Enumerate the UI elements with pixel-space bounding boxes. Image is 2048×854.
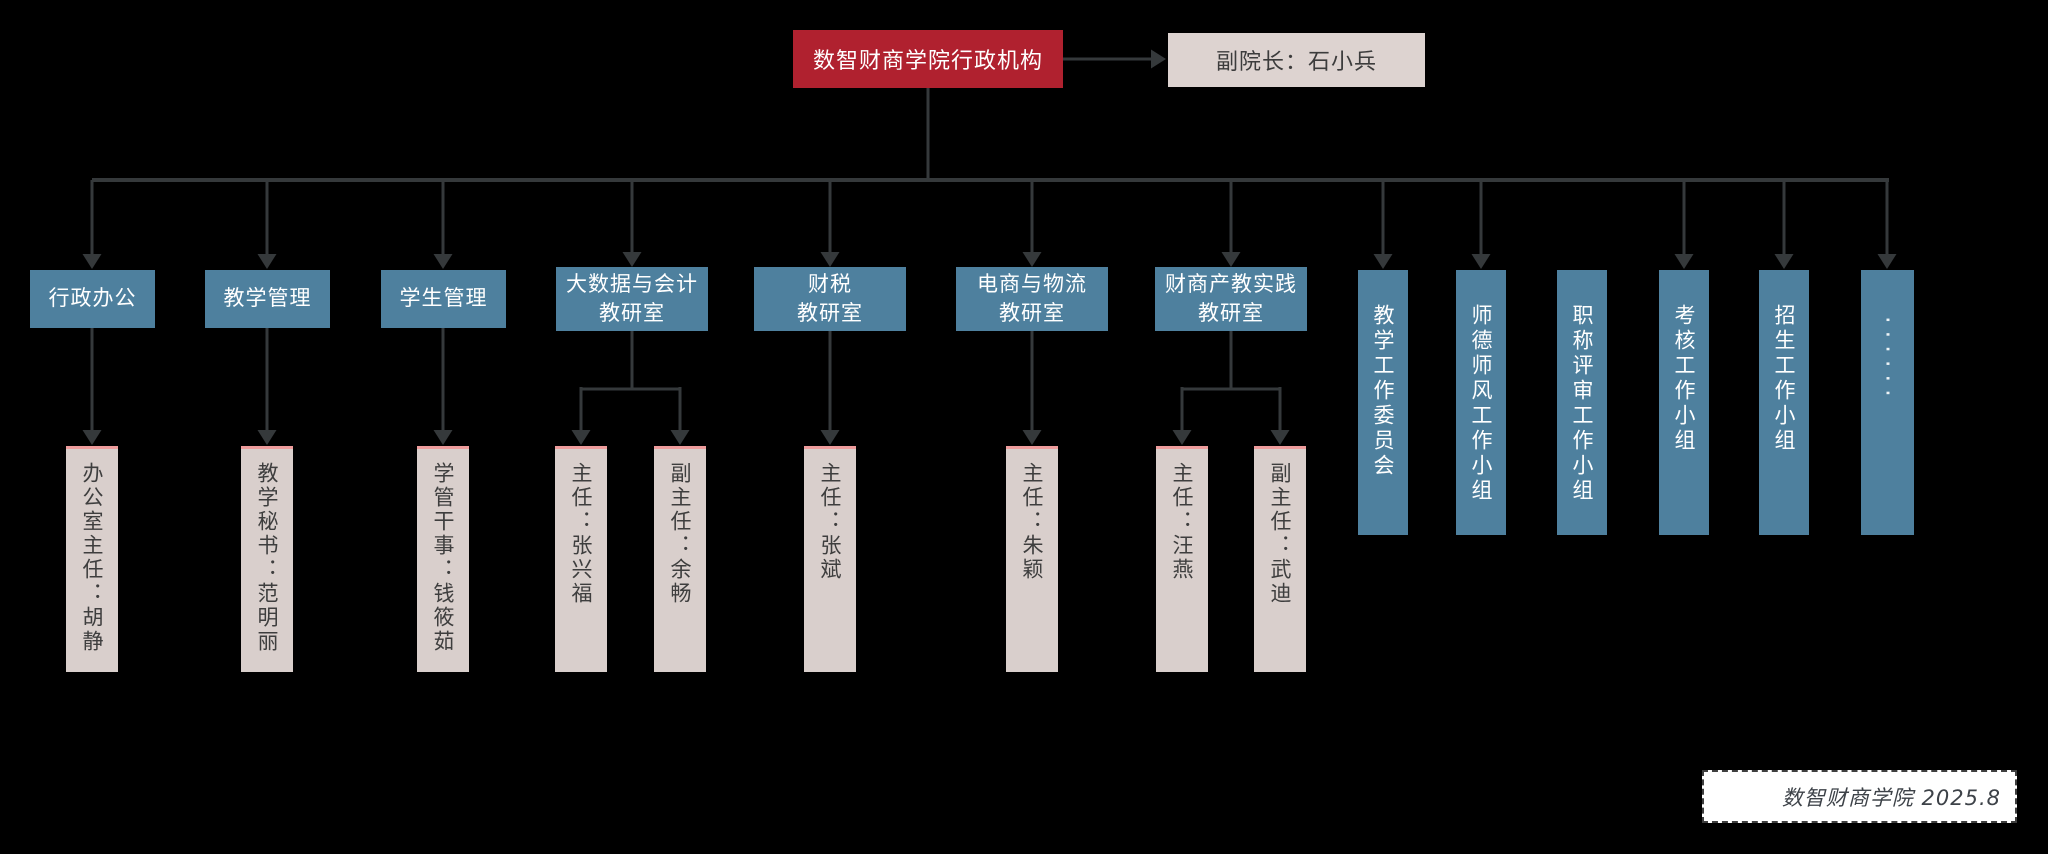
footer-text: 数智财商学院 2025.8 <box>1781 785 2001 810</box>
staff-label: 主任：张斌 <box>818 462 842 582</box>
practice-split-connector <box>1172 328 1290 445</box>
staff-node: 教学秘书：范明丽 <box>241 446 293 672</box>
root-node: 数智财商学院行政机构 <box>793 30 1063 88</box>
staff-node: 主任：朱颖 <box>1006 446 1058 672</box>
footer-label: 数智财商学院 2025.8 <box>1702 770 2017 823</box>
staff-node: 办公室主任：胡静 <box>66 446 118 672</box>
rail-drop-arrows <box>82 180 1897 269</box>
dept-node-industry-practice: 财商产教实践 教研室 <box>1155 267 1307 331</box>
root-to-vice-dean-connector <box>1060 49 1166 69</box>
dept-label: 学生管理 <box>399 286 488 311</box>
staff-node: 学管干事：钱筱茹 <box>417 446 469 672</box>
staff-node: 主任：张兴福 <box>555 446 607 672</box>
committee-node-teacher-ethics: 师德师风工作小组 <box>1456 270 1506 535</box>
bigdata-split-connector <box>571 328 690 445</box>
dept-node-finance-tax: 财税 教研室 <box>754 267 906 331</box>
staff-label: 学管干事：钱筱茹 <box>431 462 455 654</box>
staff-label: 主任：朱颖 <box>1020 462 1044 582</box>
staff-node: 副主任：武迪 <box>1254 446 1306 672</box>
dept-label: 电商与物流 教研室 <box>977 271 1087 325</box>
committee-node-ellipsis: ······ <box>1861 270 1914 535</box>
dept-label: 大数据与会计 教研室 <box>566 271 698 325</box>
committee-label: ······ <box>1873 316 1902 404</box>
committee-node-assessment: 考核工作小组 <box>1659 270 1709 535</box>
dept-label: 财商产教实践 教研室 <box>1165 271 1297 325</box>
committee-node-title-review: 职称评审工作小组 <box>1557 270 1607 535</box>
dept-label: 行政办公 <box>48 286 137 311</box>
staff-node: 主任：汪燕 <box>1156 446 1208 672</box>
staff-label: 教学秘书：范明丽 <box>255 462 279 654</box>
committee-label: 职称评审工作小组 <box>1570 304 1594 504</box>
dept-node-admin-office: 行政办公 <box>30 270 155 328</box>
committee-label: 招生工作小组 <box>1772 304 1796 454</box>
dept-node-bigdata-accounting: 大数据与会计 教研室 <box>556 267 708 331</box>
dept-label: 教学管理 <box>223 286 312 311</box>
vice-dean-label: 副院长：石小兵 <box>1215 50 1377 75</box>
dept-node-ecommerce-logistics: 电商与物流 教研室 <box>956 267 1108 331</box>
staff-label: 主任：汪燕 <box>1170 462 1194 582</box>
committee-label: 教学工作委员会 <box>1371 304 1395 479</box>
staff-label: 副主任：余畅 <box>668 462 692 606</box>
staff-label: 办公室主任：胡静 <box>80 462 104 654</box>
dept-label: 财税 教研室 <box>797 271 863 325</box>
staff-node: 主任：张斌 <box>804 446 856 672</box>
staff-label: 主任：张兴福 <box>569 462 593 606</box>
committee-node-teaching-committee: 教学工作委员会 <box>1358 270 1408 535</box>
committee-node-enrollment: 招生工作小组 <box>1759 270 1809 535</box>
staff-label: 副主任：武迪 <box>1268 462 1292 606</box>
staff-node: 副主任：余畅 <box>654 446 706 672</box>
committee-label: 师德师风工作小组 <box>1469 304 1493 504</box>
vice-dean-node: 副院长：石小兵 <box>1168 33 1425 87</box>
dept-node-student-mgmt: 学生管理 <box>381 270 506 328</box>
dept-to-staff-arrows <box>82 326 1042 445</box>
committee-label: 考核工作小组 <box>1672 304 1696 454</box>
dept-node-teaching-mgmt: 教学管理 <box>205 270 330 328</box>
root-node-label: 数智财商学院行政机构 <box>812 49 1043 74</box>
